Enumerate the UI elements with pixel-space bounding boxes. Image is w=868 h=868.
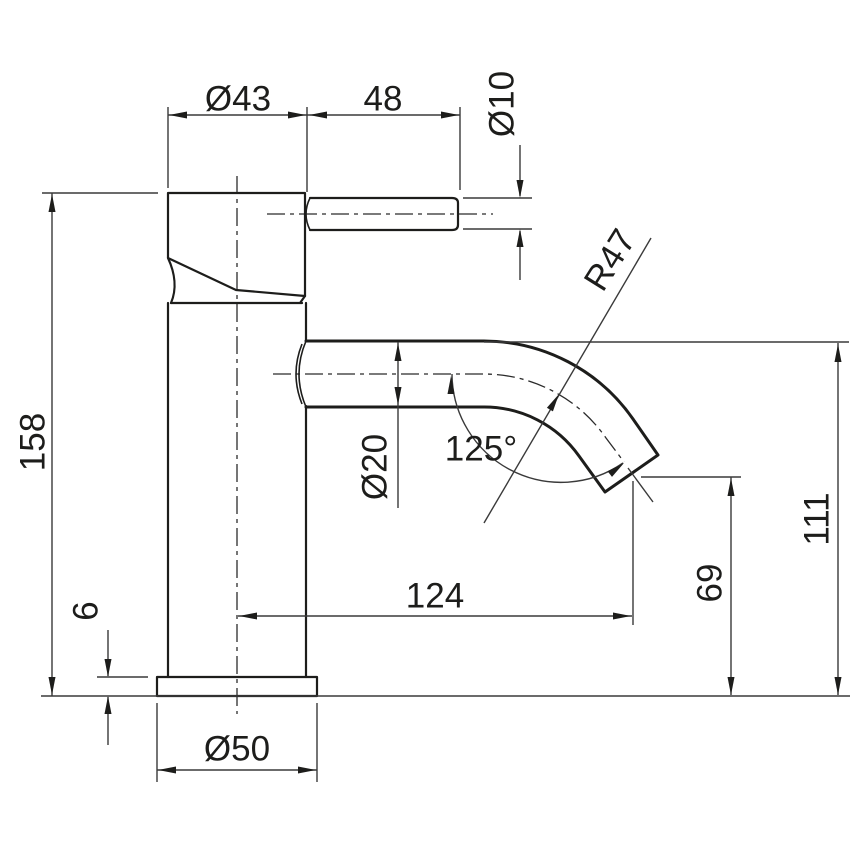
dim-spout-reach: 124	[238, 481, 634, 625]
faucet-outline	[155, 191, 660, 698]
dim-label-spout-angle: 125°	[445, 430, 517, 469]
arrowhead	[48, 677, 56, 695]
dim-label-outlet-height: 69	[691, 564, 730, 603]
arrowhead	[158, 766, 176, 774]
dim-lever-length: 48	[307, 80, 461, 190]
dim-lines-69	[641, 476, 741, 695]
dim-total-height: 158	[14, 192, 850, 697]
handle-cap-joint-line	[169, 294, 307, 305]
dim-label-base-diameter: Ø50	[204, 730, 270, 769]
dim-lines-111	[484, 341, 849, 695]
arrowhead	[546, 394, 559, 412]
lever-joint-curve	[305, 197, 311, 231]
dim-lever-diameter: Ø10	[463, 71, 532, 280]
arrowhead	[447, 376, 455, 394]
arrowhead	[727, 677, 735, 695]
arrowhead	[104, 696, 112, 714]
radius-leader-line-r47	[483, 237, 652, 524]
arrowhead	[516, 229, 524, 247]
dim-lines-48	[307, 107, 461, 190]
dim-label-spout-diameter: Ø20	[356, 434, 395, 500]
dim-label-handle-body-diameter: Ø43	[205, 80, 271, 119]
dim-label-bend-radius: R47	[576, 222, 643, 297]
arrowhead	[441, 111, 459, 119]
dim-label-spout-reach: 124	[406, 577, 464, 616]
arrowhead	[613, 612, 631, 620]
dim-outlet-height: 69	[641, 476, 741, 695]
dim-lines-6	[97, 630, 148, 745]
dim-handle-body-diameter: Ø43	[167, 80, 308, 192]
handle-cap-overhang-curve	[166, 256, 176, 305]
arrowhead	[104, 659, 112, 677]
dim-base-diameter: Ø50	[156, 703, 318, 782]
arrowhead	[516, 180, 524, 198]
dim-label-total-height: 158	[14, 413, 53, 471]
arrowhead	[169, 111, 187, 119]
dim-label-lever-length: 48	[364, 80, 403, 119]
arrowhead	[288, 111, 306, 119]
arrowhead	[834, 677, 842, 695]
dim-lines-o43	[167, 107, 308, 192]
dim-label-base-thickness: 6	[67, 601, 106, 620]
dim-spout-diameter: Ø20	[356, 342, 402, 508]
dim-spout-angle: 125°	[445, 373, 624, 484]
dim-spout-top-height: 111	[484, 341, 849, 695]
handle-cap	[166, 191, 307, 298]
dim-lines-124	[238, 481, 634, 625]
arrowhead	[394, 343, 402, 361]
arrowhead	[48, 194, 56, 212]
dim-lines-o50	[156, 703, 318, 782]
spout-axis-centerline	[273, 373, 625, 463]
arrowhead	[607, 463, 624, 477]
spout-tip-axis-stub	[627, 467, 654, 503]
arrowhead	[309, 111, 327, 119]
arrowhead	[727, 478, 735, 496]
arrowhead	[834, 344, 842, 362]
body-cylinder	[166, 301, 308, 679]
centerlines	[236, 176, 625, 714]
arrowhead	[239, 612, 257, 620]
arrowhead	[394, 387, 402, 405]
arrowhead	[298, 766, 316, 774]
dim-base-thickness: 6	[67, 601, 148, 745]
spout-root-joint-curves	[295, 340, 307, 408]
dim-lines-158-and-baseline	[41, 192, 850, 697]
dim-label-lever-diameter: Ø10	[483, 71, 522, 137]
dim-label-spout-top-height: 111	[798, 492, 837, 545]
angle-arc-125	[451, 373, 624, 484]
lever-handle	[308, 196, 460, 232]
spout-tube	[304, 339, 660, 494]
dim-lines-o10	[463, 145, 532, 280]
